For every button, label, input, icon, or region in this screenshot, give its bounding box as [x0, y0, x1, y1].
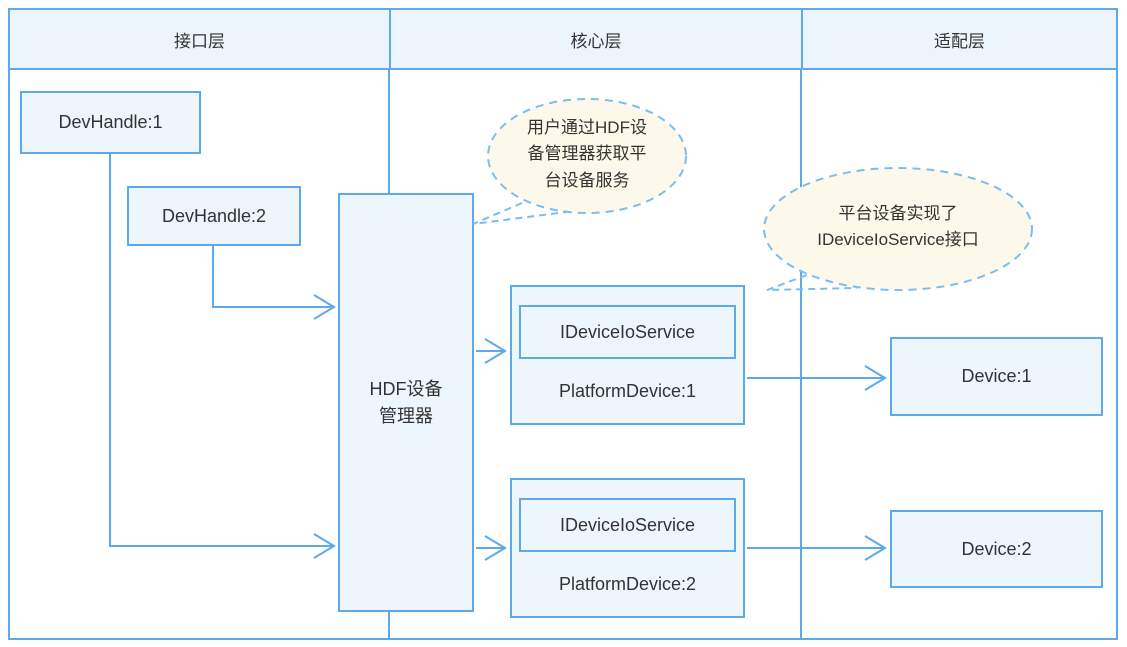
hdf-manager-label-line2: 管理器 [379, 405, 433, 426]
node-ideviceioservice-2: IDeviceIoService [519, 498, 736, 552]
header-adapter-layer: 适配层 [801, 8, 1118, 70]
platform-device-2-label: PlatformDevice:2 [558, 573, 697, 594]
node-ideviceioservice-1: IDeviceIoService [519, 305, 736, 359]
node-devhandle-2: DevHandle:2 [127, 186, 301, 246]
callout-bubble-2-shape [763, 167, 1033, 291]
column-divider-2 [800, 70, 802, 638]
callout-1-line-1: 用户通过HDF设 [527, 118, 647, 137]
callout-bubble-2-tail [766, 274, 858, 291]
edge-devhandle2-to-hdf [212, 246, 336, 320]
callout-user-gets-service: 用户通过HDF设 备管理器获取平 台设备服务 [486, 115, 688, 194]
node-device-2: Device:2 [890, 510, 1103, 588]
node-platform-device-1: IDeviceIoService PlatformDevice:1 [510, 285, 745, 425]
node-devhandle-1: DevHandle:1 [20, 91, 201, 154]
hdf-manager-label-line1: HDF设备 [369, 378, 443, 399]
node-hdf-device-manager: HDF设备 管理器 [338, 193, 474, 612]
callout-1-line-2: 备管理器获取平 [527, 144, 647, 164]
callout-2-line-2: IDeviceIoService接口 [817, 230, 979, 250]
node-platform-device-2: IDeviceIoService PlatformDevice:2 [510, 478, 745, 618]
callout-bubble-1-tail [472, 202, 567, 225]
platform-device-1-label: PlatformDevice:1 [558, 380, 697, 401]
callout-implements-interface: 平台设备实现了 IDeviceIoService接口 [764, 201, 1032, 254]
callout-2-line-1: 平台设备实现了 [838, 204, 958, 223]
callout-bubble-1-shape [487, 98, 687, 214]
header-interface-layer: 接口层 [8, 8, 391, 70]
callout-1-line-3: 台设备服务 [544, 170, 630, 190]
node-device-1: Device:1 [890, 337, 1103, 416]
edge-devhandle1-to-hdf [109, 154, 336, 559]
